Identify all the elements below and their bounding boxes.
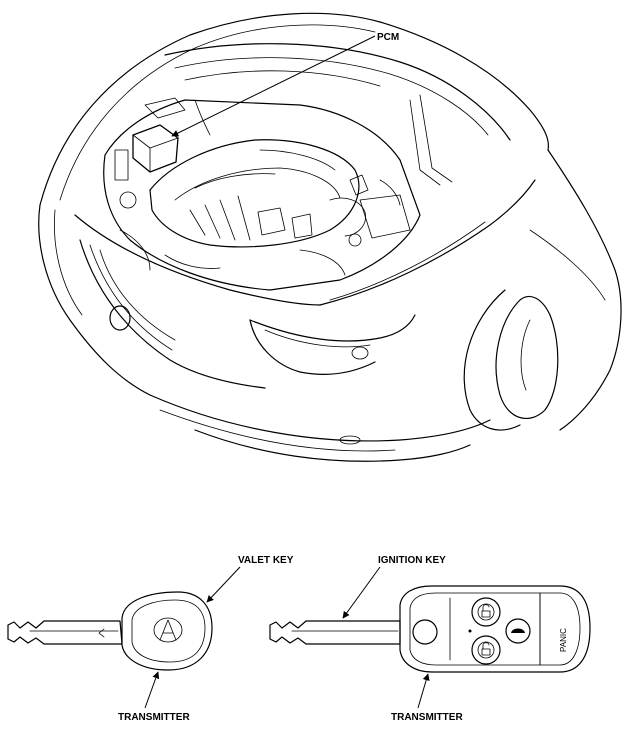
ignition-key-label: IGNITION KEY: [378, 555, 446, 566]
pcm-label: PCM: [377, 32, 399, 43]
car-illustration: [38, 12, 622, 462]
valet-key-leader: [206, 566, 241, 603]
pcm-leader: [171, 35, 376, 137]
transmitter-right-leader: [417, 673, 430, 709]
valet-key-illustration: [7, 591, 213, 671]
ignition-key-leader: [342, 566, 381, 619]
ignition-key-illustration: [269, 585, 591, 673]
transmitter-right-label: TRANSMITTER: [391, 712, 463, 723]
transmitter-left-leader: [144, 671, 160, 709]
panic-button-label: PANIC: [559, 628, 568, 652]
transmitter-left-label: TRANSMITTER: [118, 712, 190, 723]
valet-key-label: VALET KEY: [238, 555, 294, 566]
